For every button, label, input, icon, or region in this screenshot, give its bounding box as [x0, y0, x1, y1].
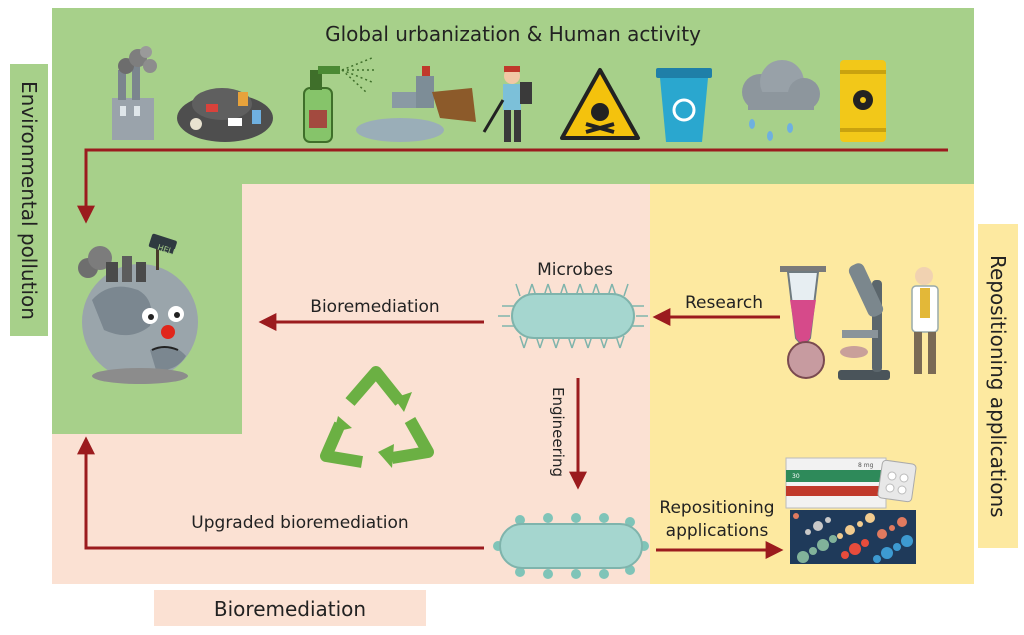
bioremediation-label: Bioremediation: [213, 597, 367, 621]
molecule-atom: [809, 547, 817, 555]
upgraded-bioremediation-arrow: [77, 436, 484, 550]
molecule-atom: [889, 525, 895, 531]
rain-cloud-icon: [742, 60, 820, 141]
surface-knob: [515, 515, 525, 525]
molecule-atom: [857, 521, 863, 527]
molecule-atom: [813, 521, 823, 531]
cilium: [515, 283, 521, 297]
microscope-icon: [838, 263, 890, 380]
molecule-atom: [805, 529, 811, 535]
engineering-label: Engineering: [549, 387, 567, 477]
cilium: [519, 335, 525, 349]
factory-icon: [112, 46, 157, 140]
center-panel: [242, 184, 650, 584]
engineered-microbe-icon: [493, 513, 649, 579]
top-banner-title: Global urbanization & Human activity: [325, 22, 701, 46]
repositioning-label-line1: Repositioning: [659, 498, 775, 518]
repositioning-applications-label: Repositioning applications: [986, 254, 1010, 518]
radioactive-barrel-icon: [840, 60, 886, 142]
molecule-atom: [865, 513, 875, 523]
surface-knob: [571, 513, 581, 523]
recycling-bin-icon: [656, 68, 712, 142]
box-count-text: 30: [792, 473, 800, 480]
spray-bottle-icon: [303, 57, 374, 143]
molecule-atom: [881, 547, 893, 559]
test-tube-icon: [780, 266, 826, 379]
cilium: [623, 283, 629, 297]
toxic-warning-icon: [560, 68, 640, 140]
microbes-label: Microbes: [537, 260, 613, 280]
pollution-flow-arrow: [77, 148, 948, 224]
bottom-left-panel: [52, 434, 242, 584]
research-label: Research: [685, 293, 763, 313]
molecule-atom: [845, 525, 855, 535]
repositioning-applications-box: [978, 224, 1018, 548]
molecules-image: [790, 510, 916, 564]
molecule-atom: [793, 513, 799, 519]
molecule-atom: [841, 551, 849, 559]
surface-knob: [543, 513, 553, 523]
recycle-icon: [320, 366, 434, 468]
upgraded-bioremediation-label: Upgraded bioremediation: [191, 513, 409, 533]
surface-knob: [599, 569, 609, 579]
molecule-atom: [825, 517, 831, 523]
repositioning-label-line2: applications: [665, 521, 769, 541]
cilium: [619, 335, 625, 349]
molecule-atom: [797, 551, 809, 563]
pill-dose-text: 8 mg: [858, 462, 874, 469]
molecule-atom: [873, 555, 881, 563]
environmental-pollution-box: [10, 64, 48, 336]
environmental-pollution-label: Environmental pollution: [17, 80, 41, 320]
molecule-atom: [861, 539, 869, 547]
molecule-atom: [829, 535, 837, 543]
garbage-pile-icon: [177, 88, 273, 142]
surface-knob: [515, 567, 525, 577]
scientist-icon: [911, 267, 939, 374]
molecule-atom: [817, 539, 829, 551]
surface-knob: [599, 513, 609, 523]
polluted-earth-icon: [78, 233, 198, 384]
bioremediation-box: [154, 590, 426, 626]
molecule-atom: [849, 543, 861, 555]
pollution-pipe-icon: [356, 66, 476, 142]
pesticide-sprayer-person-icon: [482, 66, 532, 142]
surface-knob: [571, 569, 581, 579]
molecule-atom: [901, 535, 913, 547]
molecule-atom: [897, 517, 907, 527]
molecule-atom: [877, 529, 887, 539]
microbe-icon: [498, 283, 648, 349]
bioremediation-flow-label: Bioremediation: [310, 297, 440, 317]
surface-knob: [543, 569, 553, 579]
molecule-atom: [837, 533, 843, 539]
medicine-box-icon: [785, 457, 917, 509]
molecule-atom: [893, 543, 901, 551]
